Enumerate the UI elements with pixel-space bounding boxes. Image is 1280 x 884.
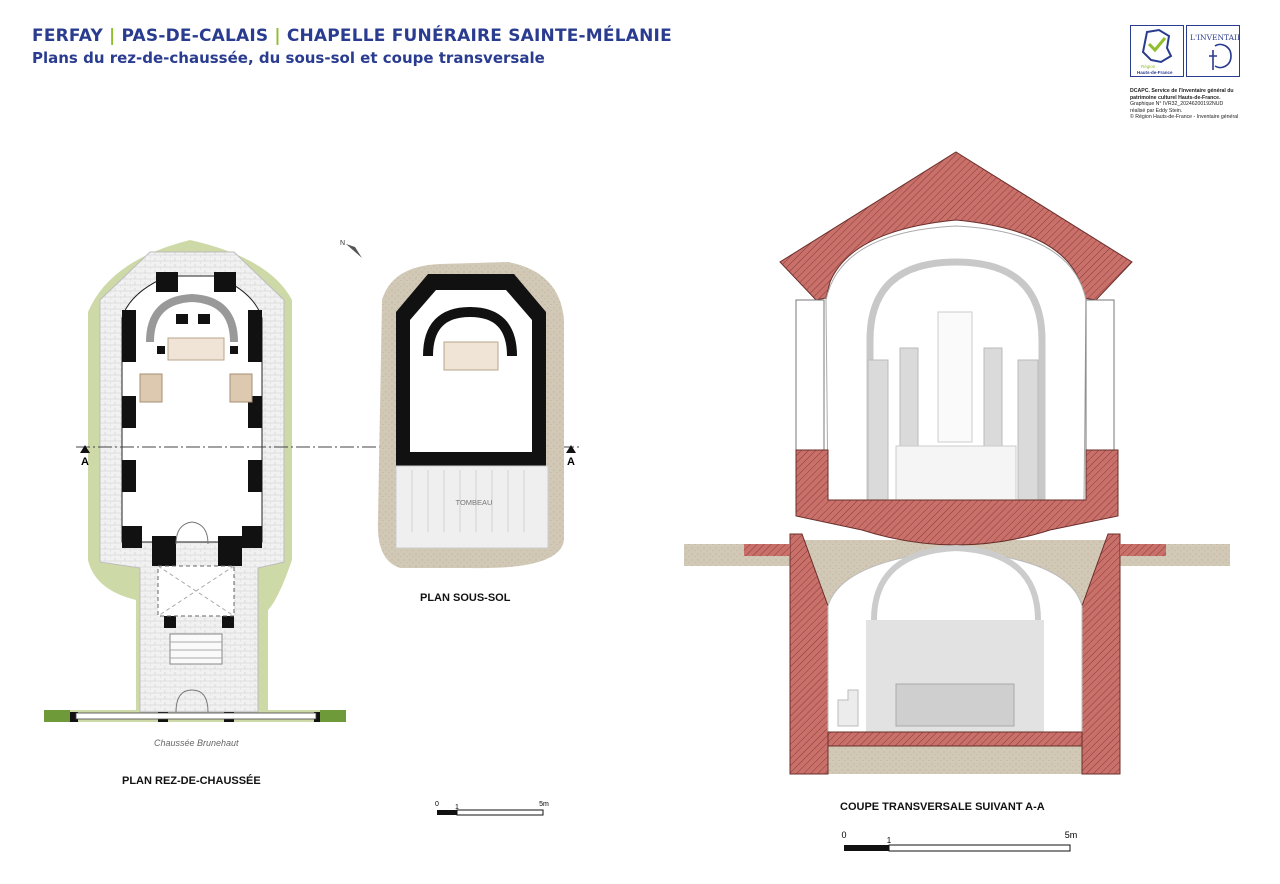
ground-floor-plan-label: PLAN REZ-DE-CHAUSSÉE (122, 775, 261, 787)
title-subtitle: Plans du rez-de-chaussée, du sous-sol et… (32, 49, 545, 67)
logos: Région Hauts-de-France L'INVENTAIRE (1130, 25, 1248, 77)
north-arrow-icon (346, 244, 362, 258)
scale-plan-zero: 0 (435, 801, 439, 808)
altar (167, 337, 225, 361)
credits: DCAPC. Service de l'Inventaire général d… (1130, 88, 1250, 121)
basement-plan-label: PLAN SOUS-SOL (420, 592, 511, 604)
inventaire-logo: L'INVENTAIRE (1186, 25, 1248, 77)
crypt-apse (423, 306, 517, 357)
crypt-altar (443, 341, 499, 371)
cut-marker-left: A (81, 456, 89, 468)
scale-plan-one: 1 (455, 804, 459, 811)
scale-bar-plan: 0 1 5m (435, 801, 549, 816)
tomb-slabs (411, 470, 525, 532)
front-railing (75, 712, 317, 720)
cut-arrow-left-icon (80, 445, 90, 453)
crypt-floor (827, 731, 1083, 747)
interior-arch (866, 258, 1046, 500)
credits-line-3: réalisé par Eddy Stein. (1130, 107, 1183, 114)
entry-steps (169, 633, 223, 665)
prie-dieu-left (139, 373, 163, 403)
crypt-arch (871, 544, 1041, 621)
tomb-label: TOMBEAU (456, 498, 493, 507)
title-commune: FERFAY (32, 26, 104, 46)
title-main: FERFAY|PAS-DE-CALAIS|CHAPELLE FUNÉRAIRE … (32, 26, 672, 46)
floor-slab (795, 449, 1119, 546)
altar-section (895, 445, 1017, 501)
north-arrow-label: N (340, 240, 345, 247)
scale-section-five: 5m (1065, 830, 1078, 840)
scale-bar-section: 0 1 5m (841, 830, 1078, 852)
region-name-text: Hauts-de-France (1137, 70, 1173, 75)
scale-section-one: 1 (887, 836, 892, 845)
hedge-left (44, 710, 70, 722)
title-monument: CHAPELLE FUNÉRAIRE SAINTE-MÉLANIE (286, 26, 672, 46)
scale-bar-plan-block-2 (456, 809, 544, 816)
cross-section (684, 151, 1230, 775)
prie-dieu-right (229, 373, 253, 403)
credits-line-1: DCAPC. Service de l'Inventaire général d… (1130, 88, 1234, 101)
roof-gable (779, 151, 1133, 301)
page-title: FERFAY|PAS-DE-CALAIS|CHAPELLE FUNÉRAIRE … (32, 26, 672, 67)
hedge-right (320, 710, 346, 722)
basement-plan: TOMBEAU (377, 262, 564, 569)
cut-arrow-right-icon (566, 445, 576, 453)
region-logo: Région Hauts-de-France (1130, 25, 1184, 77)
scale-bar-section-block-1 (844, 845, 889, 851)
entry-step-lines (170, 641, 222, 659)
title-department: PAS-DE-CALAIS (121, 26, 269, 46)
ground-floor-plan (44, 240, 346, 722)
scale-bar-plan-block-1 (437, 810, 457, 815)
cut-marker-right: A (567, 456, 575, 468)
title-separator: | (109, 26, 116, 46)
scale-section-zero: 0 (841, 830, 846, 840)
inventaire-text: L'INVENTAIRE (1190, 33, 1239, 42)
entrance-door-swing (175, 521, 209, 545)
scale-bar-section-block-2 (888, 844, 1071, 852)
north-arrow: N (340, 240, 362, 258)
apse-stair (146, 293, 238, 343)
credits-line-4: © Région Hauts-de-France - Inventaire gé… (1130, 114, 1239, 121)
region-small-text: Région (1141, 64, 1156, 69)
tomb-section (895, 683, 1015, 727)
credits-line-2: Graphique N° IVR32_20246200192NUD (1130, 101, 1224, 108)
road-label: Chaussée Brunehaut (154, 738, 239, 748)
gate-swing (175, 689, 209, 713)
scale-plan-five: 5m (539, 801, 549, 808)
title-separator: | (274, 26, 281, 46)
crypt-stairs (837, 689, 859, 727)
cross-section-label: COUPE TRANSVERSALE SUIVANT A-A (840, 801, 1045, 813)
nave-interior (121, 275, 263, 543)
porch-vault (157, 565, 235, 617)
rose-window (937, 311, 973, 443)
plinth-right (1120, 544, 1166, 556)
plinth-left (744, 544, 790, 556)
france-map-icon: Région Hauts-de-France (1137, 28, 1173, 75)
inventaire-emblem-icon: L'INVENTAIRE (1190, 33, 1248, 70)
tomb-area (395, 465, 549, 549)
